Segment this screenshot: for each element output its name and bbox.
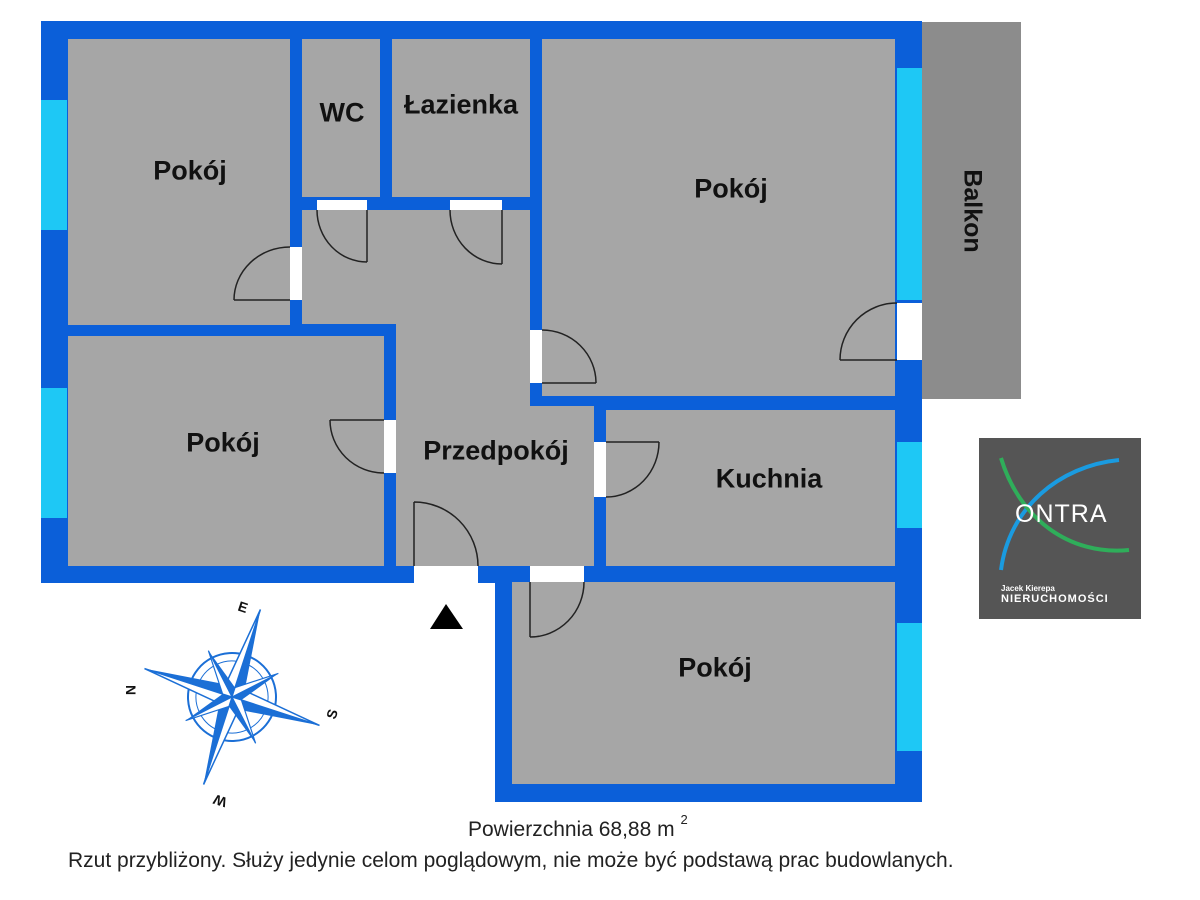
door-swing-pokoj-2 <box>541 329 597 384</box>
door-gap-pokoj-2 <box>530 330 542 383</box>
door-gap-pokoj-3 <box>384 420 396 473</box>
window-left-1 <box>41 100 67 230</box>
floor-lazienka <box>392 39 530 197</box>
floor-przedpokoj-ext <box>530 406 594 566</box>
floor-pokoj-3 <box>68 336 384 566</box>
floor-kuchnia <box>606 410 895 566</box>
floor-hall-upper <box>302 210 530 324</box>
door-swing-kuchnia <box>605 441 660 498</box>
floor-pokoj-4 <box>512 582 895 784</box>
door-swing-wc <box>316 209 368 263</box>
door-swing-entrance <box>413 501 479 567</box>
window-right-2 <box>897 442 922 528</box>
door-swing-pokoj-3 <box>329 419 385 474</box>
floor-wc <box>302 39 380 197</box>
room-label-pokoj-1: Pokój <box>153 155 227 186</box>
door-gap-kuchnia <box>594 442 606 497</box>
compass-letter-n: N <box>123 684 139 696</box>
door-gap-pokoj-4 <box>530 566 584 582</box>
area-unit-power: 2 <box>680 812 688 827</box>
room-label-pokoj-4: Pokój <box>678 652 752 683</box>
door-swing-lazienka <box>449 209 503 265</box>
door-gap-wc <box>317 200 367 210</box>
logo-subtitle-text: NIERUCHOMOŚCI <box>1001 593 1109 605</box>
window-right-1 <box>897 68 922 300</box>
balcony-area <box>922 22 1021 399</box>
area-caption: Powierzchnia 68,88 m 2 <box>468 812 688 842</box>
room-label-kuchnia: Kuchnia <box>715 463 823 494</box>
logo-owner-text: Jacek Kierepa <box>1001 584 1055 593</box>
door-gap-lazienka <box>450 200 502 210</box>
door-gap-pokoj-1 <box>290 247 302 300</box>
door-gap-balkon <box>897 303 922 360</box>
disclaimer-text: Rzut przybliżony. Służy jedynie celom po… <box>68 849 954 872</box>
floor-pokoj-1 <box>68 39 290 325</box>
compass-rose-icon <box>144 609 320 785</box>
door-swing-balkon <box>839 302 898 361</box>
door-gap-entrance <box>414 566 478 583</box>
room-label-pokoj-3: Pokój <box>186 427 260 458</box>
window-left-2 <box>41 388 67 518</box>
window-right-3 <box>897 623 922 751</box>
area-text: Powierzchnia 68,88 m <box>468 818 675 841</box>
room-label-wc: WC <box>319 97 365 128</box>
logo-arc-blue <box>999 458 1120 571</box>
room-label-balkon: Balkon <box>958 169 987 253</box>
room-label-pokoj-2: Pokój <box>694 173 768 204</box>
logo-arc-green <box>999 457 1130 553</box>
company-logo: ONTRA Jacek Kierepa NIERUCHOMOŚCI <box>979 438 1141 619</box>
floor-pokoj-2 <box>542 39 895 396</box>
door-swing-pokoj-1 <box>233 246 291 301</box>
entrance-arrow-icon <box>430 604 463 629</box>
door-swing-pokoj-4 <box>529 581 585 638</box>
room-label-przedpokoj: Przedpokój <box>423 435 569 466</box>
room-label-lazienka: Łazienka <box>403 89 519 120</box>
logo-brand-text: ONTRA <box>1015 500 1108 528</box>
